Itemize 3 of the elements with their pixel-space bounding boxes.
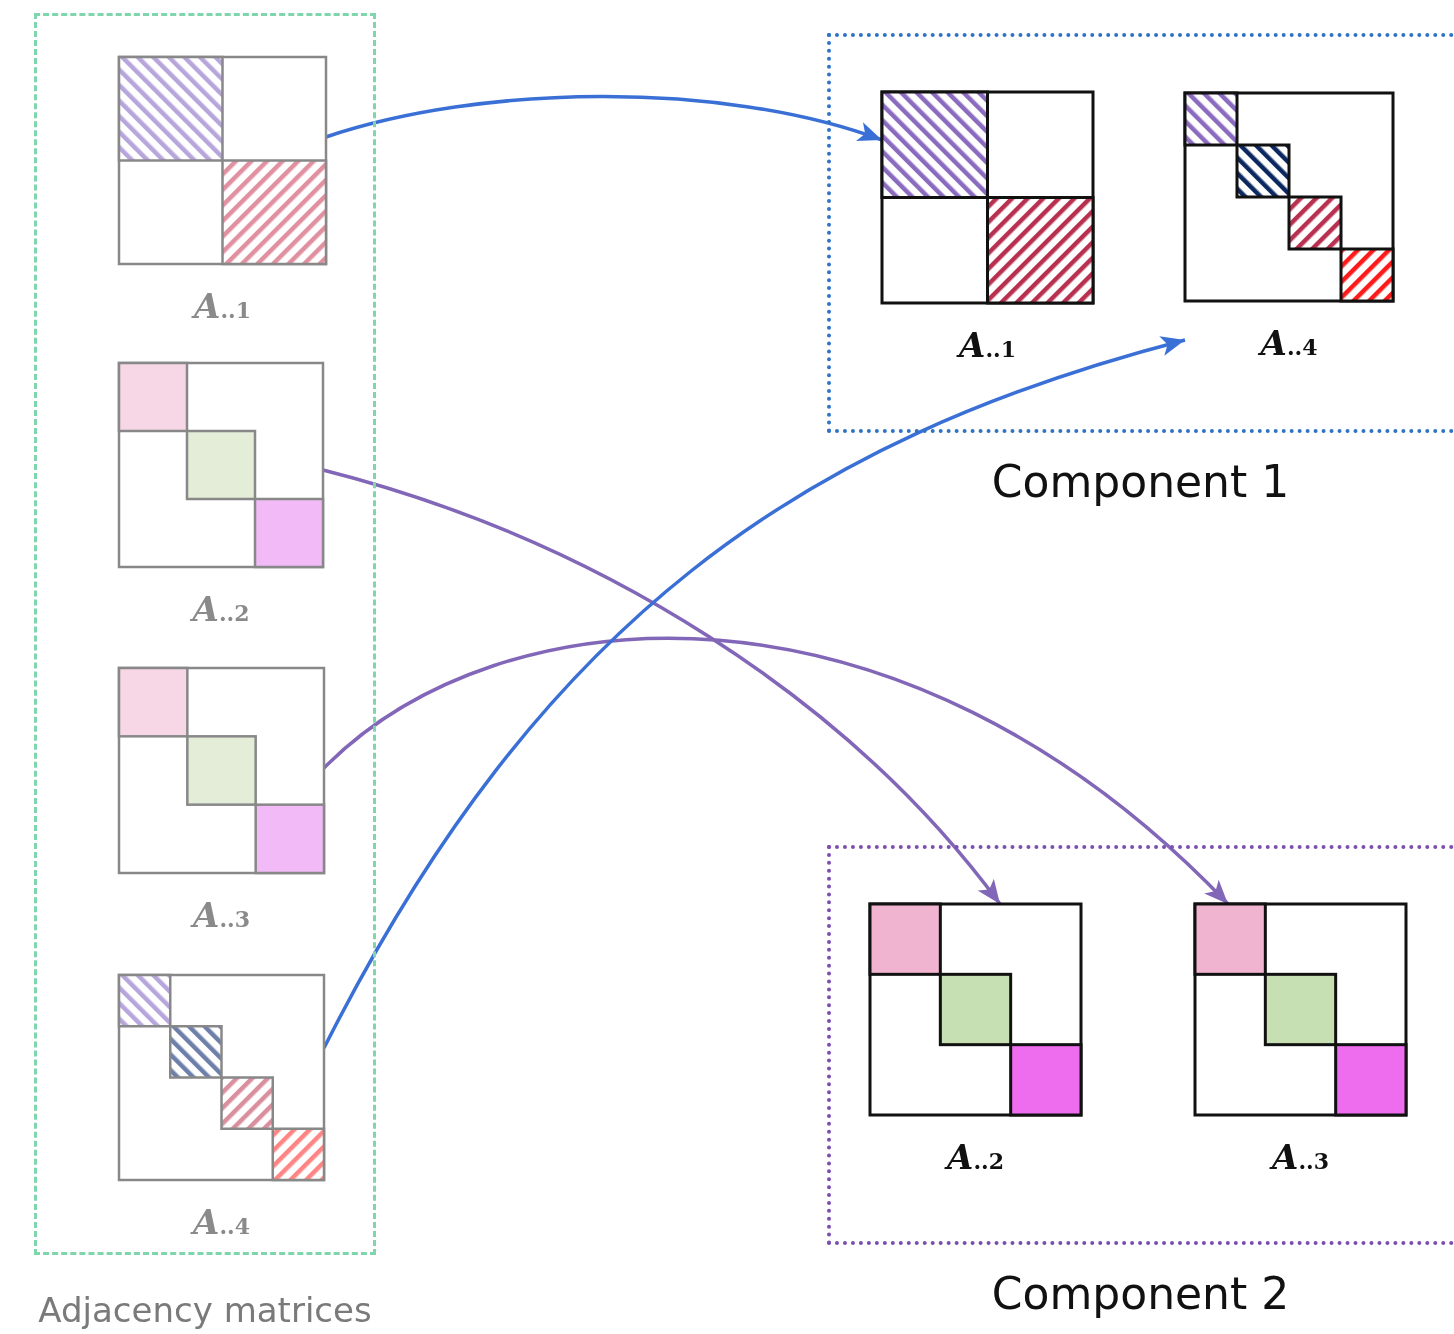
group-caption: Component 2 — [990, 1269, 1291, 1319]
group-caption: Adjacency matrices — [37, 1290, 373, 1330]
group-caption: Component 1 — [990, 457, 1291, 507]
